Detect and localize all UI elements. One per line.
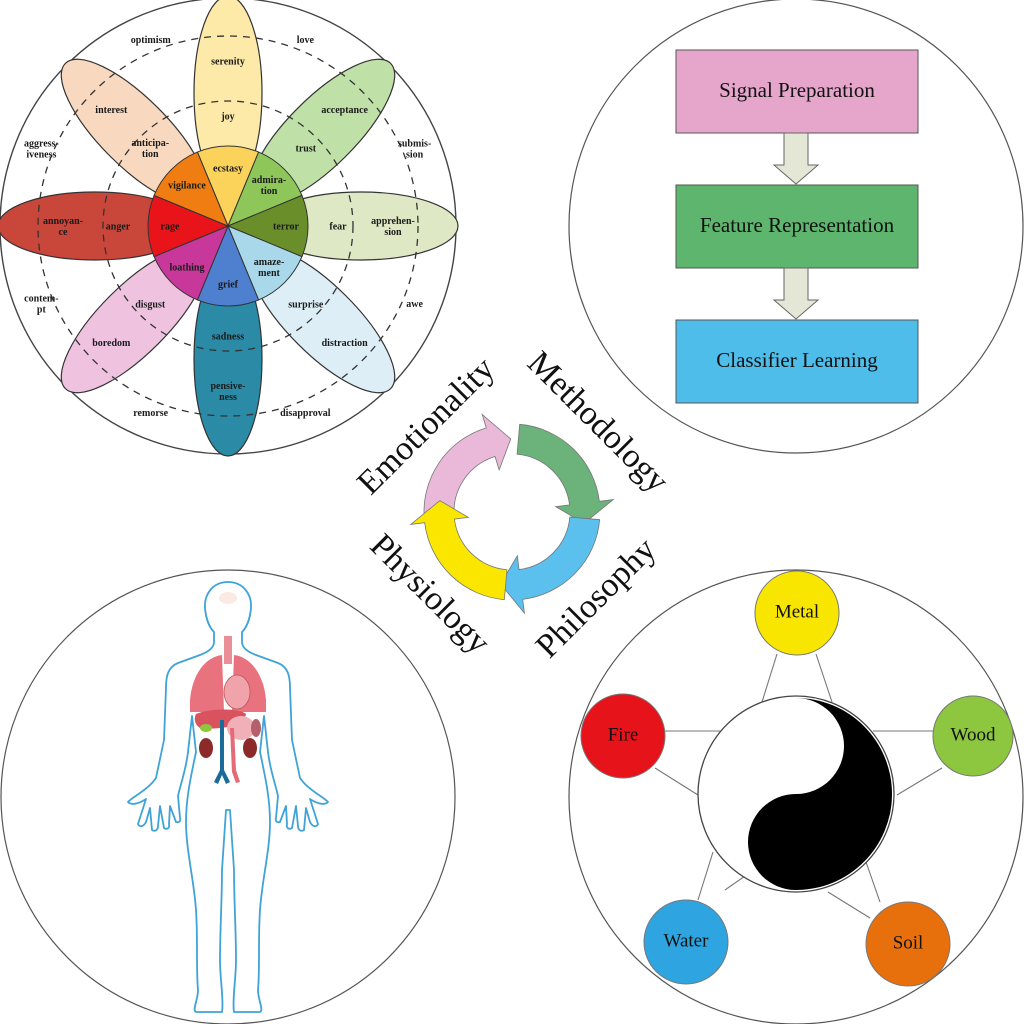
wood-label: Wood [951,724,996,745]
left-lung-icon [190,655,224,712]
internal-organs-icon [190,592,266,784]
soil-label: Soil [893,932,924,953]
emotion-label: anger [106,222,131,233]
yin-yang-icon [697,695,895,893]
soil-circle [865,901,951,987]
emotion-label: serenity [211,57,245,68]
philosophy-arrow-icon [500,516,601,615]
dyad-label: aggress-iveness [24,139,59,161]
emotion-label: joy [220,112,234,123]
disgust-core-sector [153,225,229,301]
heart-icon [223,674,251,710]
dyad-label: love [297,35,315,46]
emotion-label: grief [218,280,239,291]
spleen-icon [251,719,261,737]
emotion-label: admira-tion [252,175,286,197]
fire-circle [580,693,666,779]
vena-cava-icon [214,720,230,784]
emotion-label: disgust [135,299,166,310]
emotion-label: sadness [212,332,244,343]
emotion-label: boredom [92,338,131,349]
core-sectors [147,145,309,307]
emotion-label: annoyan-ce [43,216,83,238]
flow-arrow-down-icon [772,132,820,185]
physiology-arrow-icon [409,500,508,601]
physiology-circle [0,569,456,1024]
water-circle [643,899,729,985]
dyad-labels: love submis-sion awe disapproval remorse cont… [24,35,431,419]
water-label: Water [664,930,710,951]
dyad-label: remorse [133,408,168,419]
classifier-learning-label: Classifier Learning [716,348,878,372]
aorta-icon [230,728,240,783]
emotion-label: vigilance [168,180,206,191]
dyad-label: submis-sion [398,139,431,161]
emotion-label: interest [95,105,128,116]
dyad-label: contem-pt [24,293,58,315]
emotion-label: loathing [169,263,204,274]
wheel-dashed-ring-outer [37,35,419,417]
classifier-learning-box [675,319,919,404]
cycle-diagram: Emotionality Methodology Philosophy Phys… [350,344,676,665]
emotion-label: apprehen-sion [371,216,415,238]
dyad-label: optimism [131,35,172,46]
emotion-label: acceptance [321,105,368,116]
signal-preparation-label: Signal Preparation [719,78,875,102]
trust-core-sector [227,151,303,227]
left-kidney-icon [199,738,213,758]
methodology-panel: Signal Preparation Feature Representatio… [568,0,1024,454]
gallbladder-icon [200,724,212,732]
emotion-label: fear [329,222,347,233]
emotion-label: ecstasy [213,164,243,175]
petal-labels: serenity joy ecstasy acceptance trust admira-… [43,57,415,404]
emotion-wheel: serenity joy ecstasy acceptance trust admira-… [0,0,459,457]
emotion-label: pensive-ness [211,381,246,403]
fire-label: Fire [608,724,639,745]
surprise-core-sector [227,225,303,301]
feature-representation-label: Feature Representation [700,213,895,237]
emotion-label: anticipa-tion [131,138,169,160]
brain-icon [219,592,237,604]
signal-preparation-box [675,49,919,134]
sadness-core-sector [196,224,260,307]
dyad-label: awe [406,299,423,310]
dyad-label: disapproval [280,408,331,419]
wheel-dashed-ring-inner [102,100,354,352]
five-elements: Metal Wood Soil Water Fire [580,570,1014,987]
wood-circle [932,695,1014,777]
trachea-icon [224,636,232,664]
emotion-label: trust [296,144,317,155]
emotion-label: surprise [288,299,324,310]
human-body-icon [127,581,329,1013]
metal-circle [754,570,840,656]
physiology-panel [0,569,456,1024]
emotion-label: distraction [322,338,369,349]
fear-core-sector [226,194,309,258]
petal-group [0,0,459,457]
emotion-label: amaze-ment [254,257,285,279]
emotionality-arrow-icon [423,413,512,521]
right-kidney-icon [243,738,257,758]
metal-label: Metal [775,601,819,622]
emotion-label: rage [161,222,180,233]
flow-arrow-down-icon [772,267,820,320]
cycle-arrows [409,413,615,615]
anticipation-core-sector [153,151,229,227]
philosophy-panel: Metal Wood Soil Water Fire [568,569,1024,1024]
joy-core-sector [196,145,260,228]
anger-core-sector [147,194,230,258]
emotion-label: terror [273,222,299,233]
methodology-arrow-icon [516,423,615,524]
